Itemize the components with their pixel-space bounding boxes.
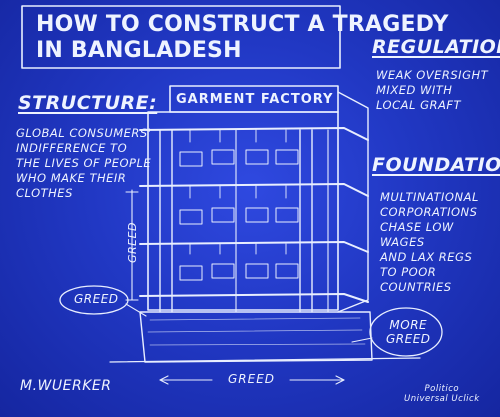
greed-bubble [59, 285, 129, 315]
more-greed-label: More Greed [386, 318, 431, 346]
cartoon-title: How to Construct a Tragedy in Bangladesh [36, 12, 449, 63]
structure-heading: Structure: [18, 92, 158, 114]
foundation-text: Multinational corporations chase low wag… [380, 190, 479, 294]
foundation-block [139, 311, 373, 363]
sewing-stations [179, 149, 299, 281]
factory-building [147, 111, 339, 311]
factory-sign: Garment Factory [176, 92, 334, 107]
publisher-credit: Politico Universal Uclick [404, 384, 480, 404]
structure-text: Global consumers' indifference to the li… [16, 126, 152, 200]
factory-side [337, 91, 369, 313]
greed-bottom-label: Greed [228, 372, 276, 386]
factory-sign-board [169, 85, 339, 113]
regulation-heading: Regulation: [372, 36, 500, 58]
regulation-text: Weak oversight mixed with local graft [376, 68, 489, 112]
more-greed-bubble [369, 307, 443, 357]
ceiling-lamps [189, 129, 287, 255]
title-frame [21, 5, 341, 69]
greed-left-label: Greed [74, 292, 119, 306]
artist-signature: M.Wuerker [20, 378, 112, 394]
foundation-heading: Foundation: [372, 154, 500, 176]
greed-vertical-label: Greed [126, 221, 140, 264]
